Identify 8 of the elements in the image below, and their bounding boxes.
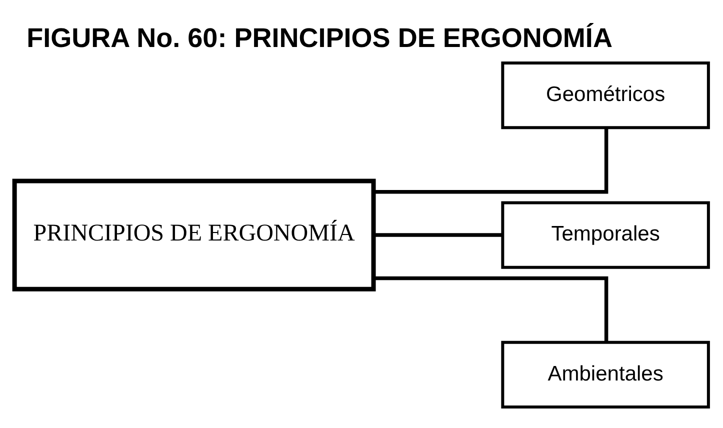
connector — [374, 233, 502, 237]
node-box: Ambientales — [501, 340, 710, 408]
node-box: PRINCIPIOS DE ERGONOMÍA — [12, 178, 376, 292]
diagram-title: FIGURA No. 60: PRINCIPIOS DE ERGONOMÍA — [26, 23, 612, 54]
connector — [374, 276, 608, 342]
node-box: Geométricos — [501, 62, 710, 130]
node-box: Temporales — [501, 201, 710, 269]
connector — [374, 128, 608, 194]
